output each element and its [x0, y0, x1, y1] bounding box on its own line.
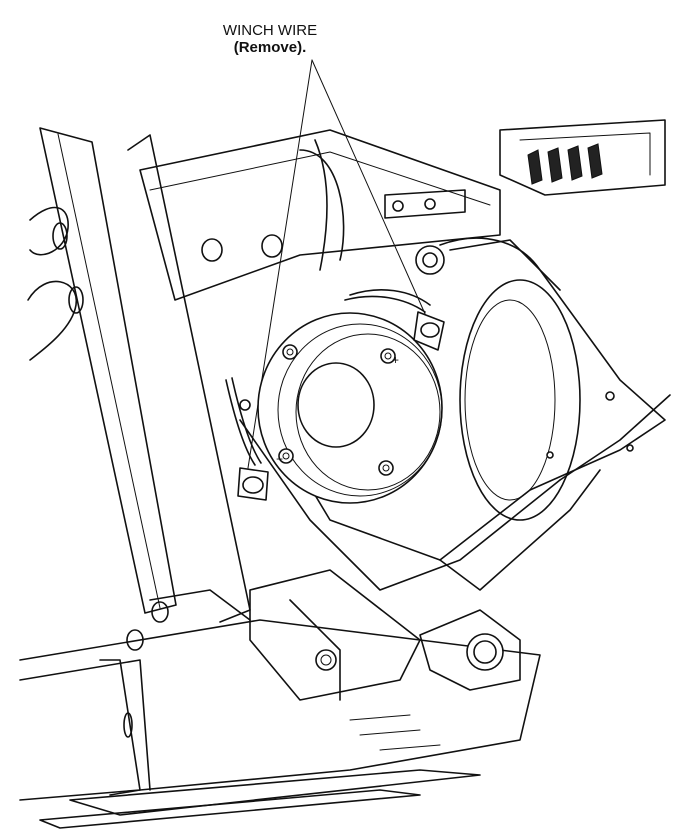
callout-action: (Remove). — [233, 39, 307, 56]
end-cap-bolt — [278, 448, 294, 464]
motor-center-boss — [297, 362, 375, 448]
end-cap-bolt — [378, 460, 394, 476]
terminal-mark-positive: + — [392, 353, 399, 367]
end-cap-bolt — [282, 344, 298, 360]
callout-title: WINCH WIRE — [222, 22, 318, 39]
end-cap-bolt — [380, 348, 396, 364]
left-frame-tube — [27, 127, 251, 623]
upper-mount-bracket — [139, 129, 501, 301]
winch-motor: − + — [239, 312, 561, 591]
leader-line-right — [311, 59, 431, 326]
gear-housing-top — [499, 119, 666, 196]
winch-drum-housing — [299, 237, 671, 591]
winch-wire-callout: WINCH WIRE (Remove). — [200, 22, 340, 56]
mount-bolt — [315, 649, 337, 671]
bottom-flat-bar — [39, 714, 481, 829]
winch-wire-terminals — [225, 289, 445, 501]
lower-mount-plate — [19, 569, 541, 801]
terminal-mark-negative: − — [276, 452, 283, 466]
